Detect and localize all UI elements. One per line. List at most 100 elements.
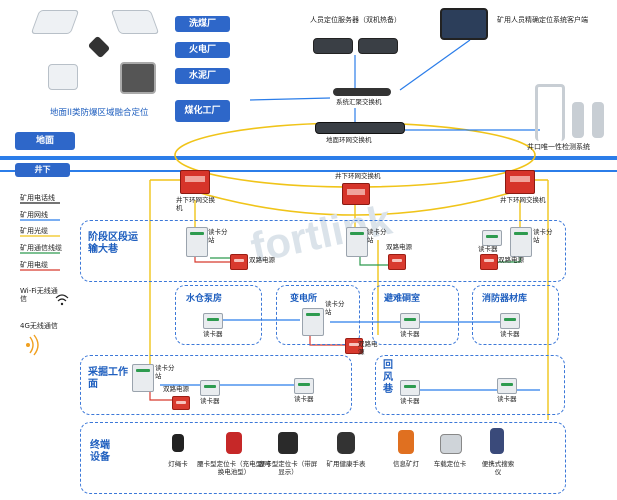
turnstile-icon [572, 102, 584, 138]
zone-water-label: 水仓泵房 [186, 294, 223, 304]
reader-label: 读卡器 [500, 330, 520, 338]
ground-band [0, 156, 617, 160]
card-reader[interactable] [482, 230, 502, 246]
client-label: 矿用人员精确定位系统客户端 [497, 16, 588, 24]
ring-switch-icon [315, 122, 405, 134]
belt-card-icon [226, 432, 242, 454]
watch-icon [337, 432, 355, 454]
wall-reader-icon [48, 64, 78, 90]
server-icon [358, 38, 398, 54]
card-substation[interactable] [302, 308, 324, 336]
zone-terminal [80, 422, 566, 494]
terminal-label: 腰卡型定位卡（充电型/可换电池型） [197, 460, 271, 476]
monitor-icon [440, 8, 488, 40]
zone-refuge [372, 285, 459, 345]
card-reader[interactable] [500, 313, 520, 329]
dual-power-label: 双路电源 [386, 243, 412, 251]
ring-switch-label: 地面环网交换机 [326, 136, 372, 144]
card-substation[interactable] [186, 227, 208, 257]
zone-substation-label: 变电所 [290, 294, 318, 304]
reader-label: 读卡器 [400, 330, 420, 338]
dual-power-supply[interactable] [388, 254, 406, 270]
reader-label: 读卡器 [478, 245, 498, 253]
turnstile-icon [592, 102, 604, 138]
zone-return-air-label: 回风巷 [383, 360, 393, 395]
surface-zone-caption: 地面II类防爆区域融合定位 [50, 108, 149, 118]
dual-power-supply[interactable] [480, 254, 498, 270]
ring-switch-label: 井下环网交换机 [335, 172, 381, 180]
card-substation[interactable] [132, 364, 154, 392]
zone-return-air [375, 355, 565, 415]
terminal-label: 便携式搜索仪 [481, 460, 515, 476]
zone-mining [80, 355, 352, 415]
wifi-icon [55, 294, 69, 306]
terminal-label: 矿用健康手表 [326, 460, 366, 468]
zone-terminal-label: 终端设备 [90, 440, 110, 463]
factory-tag[interactable]: 水泥厂 [175, 68, 230, 84]
detection-gate-icon [535, 84, 565, 141]
reader-label: 读卡器 [294, 395, 314, 403]
dual-power-supply[interactable] [172, 396, 190, 410]
dual-power-label: 双路电源 [358, 340, 378, 356]
card-reader[interactable] [497, 378, 517, 394]
ground-tag: 地面 [15, 132, 75, 150]
substation-label: 读卡分站 [155, 364, 175, 380]
factory-tag[interactable]: 洗煤厂 [175, 16, 230, 32]
dual-power-label: 双路电源 [249, 256, 275, 264]
substation-label: 读卡分站 [367, 228, 387, 244]
zone-transport-label: 阶段区段运输大巷 [88, 232, 138, 255]
terminal-label: 灯绳卡 [168, 460, 188, 468]
zone-mining-label: 采掘工作面 [88, 367, 128, 390]
ring-switch-label: 井下环网交换机 [500, 196, 546, 204]
substation-label: 读卡分站 [325, 300, 345, 316]
legend-power-cable: 矿用电缆 [20, 261, 48, 269]
underground-tag: 井下 [15, 163, 70, 177]
substation-label: 读卡分站 [208, 228, 228, 244]
zone-fire-label: 消防器材库 [482, 294, 528, 304]
agg-switch-label: 系统汇聚交换机 [336, 98, 382, 106]
dual-power-label: 双路电源 [163, 385, 189, 393]
terminal-label: 车载定位卡 [433, 460, 467, 468]
zone-refuge-label: 避难硐室 [384, 294, 421, 304]
lanyard-card-icon [172, 434, 184, 452]
legend-fiber-cable: 矿用光缆 [20, 227, 48, 235]
legend-4g: 4G无线通信 [20, 322, 58, 330]
legend-phone-line: 矿用电话线 [20, 194, 55, 202]
card-reader[interactable] [203, 313, 223, 329]
server-icon [313, 38, 353, 54]
terminal-label: 信息矿灯 [393, 460, 419, 468]
reader-label: 读卡器 [200, 397, 220, 405]
wireless-ap-icon [110, 10, 160, 34]
agg-switch-icon [333, 88, 391, 96]
ring-switch-label: 井下环网交换机 [176, 196, 215, 212]
detector-label: 井口唯一性检测系统 [527, 143, 590, 151]
legend-comm-cable: 矿用通信线缆 [20, 244, 62, 252]
zone-transport [80, 220, 566, 282]
reader-label: 读卡器 [203, 330, 223, 338]
card-reader[interactable] [400, 313, 420, 329]
dual-power-supply[interactable] [345, 338, 363, 354]
zone-substation [276, 285, 360, 345]
factory-tag[interactable]: 煤化工厂 [175, 100, 230, 122]
underground-ring-switch[interactable] [180, 170, 210, 194]
underground-band [0, 170, 617, 172]
card-substation[interactable] [510, 227, 532, 257]
card-reader[interactable] [294, 378, 314, 394]
vehicle-card-icon [440, 434, 462, 454]
card-reader[interactable] [200, 380, 220, 396]
legend-network-line: 矿用网线 [20, 211, 48, 219]
underground-ring-switch[interactable] [505, 170, 535, 194]
factory-tag[interactable]: 火电厂 [175, 42, 230, 58]
zone-fire [472, 285, 559, 345]
dual-power-label: 双路电源 [498, 256, 524, 264]
substation-label: 读卡分站 [533, 228, 553, 244]
dual-power-supply[interactable] [230, 254, 248, 270]
reader-label: 读卡器 [497, 395, 517, 403]
card-substation[interactable] [346, 227, 368, 257]
search-device-icon [490, 428, 504, 454]
card-reader[interactable] [400, 380, 420, 396]
terminal-label: 腰卡型定位卡（带屏显示） [258, 460, 318, 476]
underground-ring-switch[interactable] [342, 183, 370, 205]
server-label: 人员定位服务器（双机热备） [310, 16, 401, 24]
